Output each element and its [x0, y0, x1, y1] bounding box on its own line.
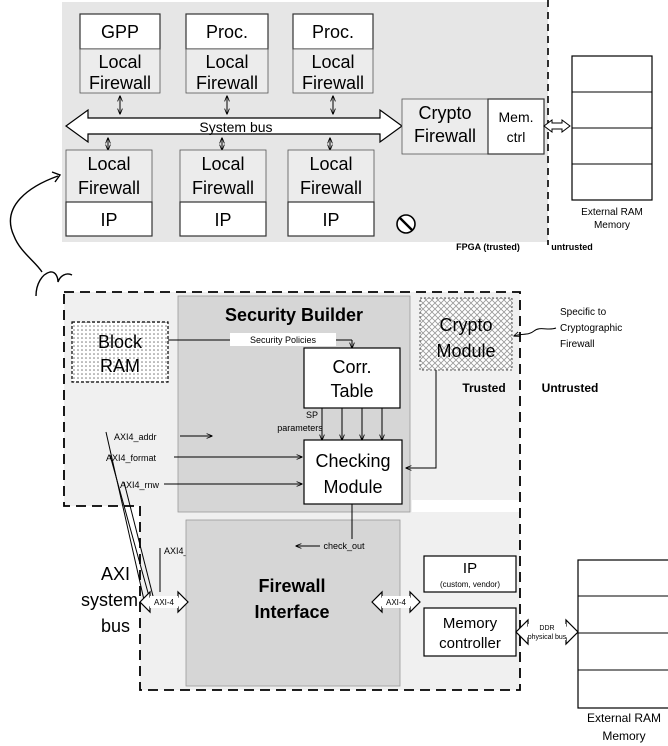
bus-connectors — [108, 96, 333, 150]
external-ram-label: External RAM — [581, 207, 643, 218]
crypto-module-label: Module — [436, 341, 495, 361]
local-firewall-label: Firewall — [302, 73, 364, 93]
firewall-interface-label: Firewall — [258, 576, 325, 596]
gpp-block: GPP Local Firewall — [79, 13, 161, 94]
external-ram-bottom: External RAM Memory — [577, 559, 668, 743]
ip-label: IP — [214, 210, 231, 230]
trusted-label: Trusted — [462, 381, 505, 395]
proc-label: Proc. — [206, 22, 248, 42]
security-policies-label: Security Policies — [250, 335, 317, 345]
axi4-right-label: AXI-4 — [386, 598, 407, 607]
axi4-addr-label: AXI4_addr — [114, 432, 157, 442]
local-firewall-label: Firewall — [196, 73, 258, 93]
check-out-label: check_out — [323, 541, 365, 551]
block-ram-label: Block — [98, 332, 143, 352]
corr-table-label: Corr. — [332, 357, 371, 377]
external-ram-label-bottom: Memory — [602, 729, 645, 743]
axi-bus-label: system — [81, 590, 138, 610]
corr-table-label: Table — [330, 381, 373, 401]
system-bus-arrow: System bus — [64, 108, 404, 144]
crypto-module: Crypto Module — [419, 297, 513, 371]
local-firewall-label: Local — [205, 52, 248, 72]
external-ram-label: Memory — [594, 220, 630, 231]
proc-block-1: Proc. Local Firewall — [185, 13, 269, 94]
firewall-interface-label: Interface — [254, 602, 329, 622]
ip-block-2: Local Firewall IP — [179, 149, 267, 237]
proc-label: Proc. — [312, 22, 354, 42]
axi-bus-label: bus — [101, 616, 130, 636]
axi4-left-label: AXI-4 — [154, 598, 175, 607]
zoom-connector — [9, 171, 73, 297]
axi4-format-label: AXI4_format — [106, 453, 157, 463]
memory-controller: Memory controller — [423, 607, 517, 657]
ddr-label: physical bus — [528, 634, 567, 641]
ip-sub-label: (custom, vendor) — [440, 580, 500, 589]
gpp-label: GPP — [101, 22, 139, 42]
axi-signals: AXI4_addr AXI4_format AXI4_rnw AXI4_data — [105, 431, 302, 601]
ddr-label: DDR — [539, 625, 554, 632]
proc-block-2: Proc. Local Firewall — [292, 13, 374, 94]
specific-label: Cryptographic — [560, 323, 622, 334]
ddr-bus-arrow: DDR physical bus — [515, 618, 579, 646]
external-ram-top: External RAM Memory — [571, 55, 653, 231]
crypto-firewall-label: Firewall — [414, 126, 476, 146]
local-firewall-label: Local — [87, 154, 130, 174]
ip-block-1: Local Firewall IP — [65, 149, 153, 237]
external-ram-label-bottom: External RAM — [587, 711, 661, 725]
mem-ctrl-label: ctrl — [507, 129, 526, 145]
untrusted-label-bottom: Untrusted — [542, 381, 599, 395]
local-firewall-label: Local — [309, 154, 352, 174]
mem-ctrl-label: Mem. — [499, 109, 534, 125]
block-ram-label: RAM — [100, 356, 140, 376]
local-firewall-label: Local — [201, 154, 244, 174]
axi-bus-label: AXI — [101, 564, 130, 584]
local-firewall-label: Local — [98, 52, 141, 72]
checking-module-label: Module — [323, 477, 382, 497]
axi4-data-label: AXI4_data — [164, 546, 206, 556]
security-policies-arrow: Security Policies — [168, 333, 352, 348]
untrusted-label-top: untrusted — [551, 242, 593, 252]
axi4-rnw-label: AXI4_rnw — [120, 480, 160, 490]
memory-controller-label: controller — [439, 635, 501, 652]
specific-label: Specific to — [560, 307, 607, 318]
corr-table: Corr. Table — [303, 347, 401, 409]
ip-block-3: Local Firewall IP — [287, 149, 375, 237]
crypto-firewall-label: Crypto — [418, 103, 471, 123]
crypto-to-checking-arrow — [406, 370, 437, 468]
axi-system-bus: AXI system bus AXI-4 — [81, 564, 189, 636]
crypto-module-label: Crypto — [439, 315, 492, 335]
crypto-annotation: Specific to Cryptographic Firewall — [514, 307, 622, 350]
local-firewall-label: Firewall — [300, 178, 362, 198]
checking-module-label: Checking — [315, 451, 390, 471]
check-out-arrow: check_out — [296, 504, 368, 552]
mem-ctrl-to-ram-arrow — [543, 119, 571, 133]
corr-to-checking-arrows — [322, 408, 382, 440]
crypto-firewall-block: Crypto Firewall — [401, 98, 489, 155]
sp-parameters-label: parameters — [277, 423, 323, 433]
block-ram: Block RAM — [71, 321, 169, 383]
axi4-right-arrow: AXI-4 — [371, 590, 421, 614]
local-firewall-label: Firewall — [78, 178, 140, 198]
fpga-trusted-label: FPGA (trusted) — [456, 242, 520, 252]
ip-label: IP — [322, 210, 339, 230]
local-firewall-label: Firewall — [192, 178, 254, 198]
ip-custom-block: IP (custom, vendor) — [423, 555, 517, 593]
blocked-icon — [396, 214, 416, 234]
local-firewall-label: Firewall — [89, 73, 151, 93]
local-firewall-label: Local — [311, 52, 354, 72]
mem-ctrl-block: Mem. ctrl — [487, 98, 545, 155]
ip-label: IP — [100, 210, 117, 230]
security-builder-title: Security Builder — [225, 305, 363, 325]
ip-label-bottom: IP — [463, 560, 477, 577]
checking-module: Checking Module — [303, 439, 403, 505]
memory-controller-label: Memory — [443, 615, 498, 632]
system-bus-label: System bus — [199, 119, 272, 135]
sp-parameters-label: SP — [306, 410, 318, 420]
specific-label: Firewall — [560, 339, 594, 350]
